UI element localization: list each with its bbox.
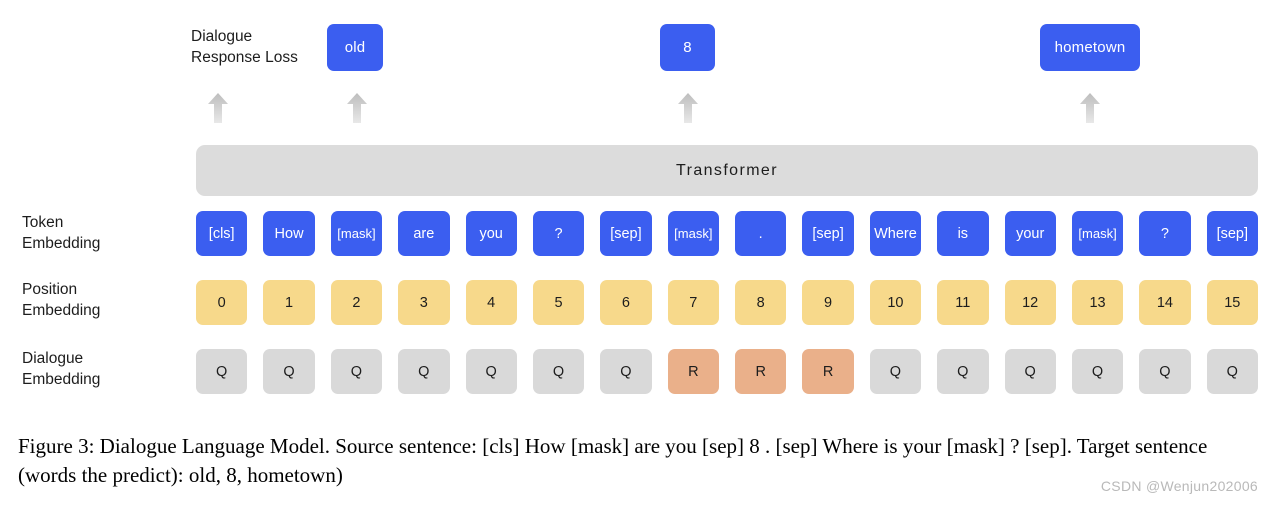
position-embedding-cell: 7 [667,280,719,325]
position-embedding-cell: 0 [196,280,248,325]
position-embedding-cell: 14 [1139,280,1191,325]
token-embedding-cell: [mask] [330,211,383,256]
prediction-box: old [327,24,383,71]
transformer-block: Transformer [196,145,1258,196]
dialogue-embedding-cell: Q [1004,349,1056,394]
token-embedding-cell: is [937,211,989,256]
dialogue-embedding-cell: R [735,349,787,394]
dialogue-embedding-cell: R [802,349,854,394]
token-embedding-cell: ? [532,211,585,256]
token-embedding-cell: your [1004,211,1056,256]
token-embedding-cell: [cls] [196,211,248,256]
dialogue-embedding-cell: Q [196,349,248,394]
token-embedding-cell: . [735,211,787,256]
position-embedding-cell: 13 [1071,280,1124,325]
position-embedding-cell: 8 [735,280,787,325]
position-embedding-cell: 12 [1004,280,1056,325]
token-embedding-cell: [sep] [1206,211,1258,256]
prediction-output-row: old 8 hometown [0,0,1280,80]
position-embedding-cell: 5 [532,280,585,325]
token-embedding-cell: How [263,211,315,256]
dialogue-embedding-cell: Q [600,349,652,394]
position-embedding-cell: 2 [330,280,383,325]
token-embedding-cell: [sep] [802,211,854,256]
token-embedding-cell: [mask] [667,211,719,256]
dialogue-embedding-cell: Q [1206,349,1258,394]
prediction-arrow-icon [1079,93,1101,123]
token-embedding-cell: Where [869,211,922,256]
dialogue-embedding-cell: Q [465,349,517,394]
position-embedding-cell: 15 [1206,280,1258,325]
position-embedding-cell: 9 [802,280,854,325]
dialogue-embedding-cell: Q [869,349,922,394]
token-embedding-cell: are [398,211,450,256]
token-embedding-cell: you [465,211,517,256]
dialogue-embedding-cell: Q [263,349,315,394]
prediction-box: hometown [1040,24,1140,71]
prediction-arrow-icon [677,93,699,123]
figure-caption: Figure 3: Dialogue Language Model. Sourc… [18,434,1208,487]
token-embedding-cell: [sep] [600,211,652,256]
token-embedding-cell: [mask] [1071,211,1124,256]
prediction-arrow-icon [346,93,368,123]
dialogue-embedding-cell: Q [398,349,450,394]
position-embedding-cell: 3 [398,280,450,325]
token-embedding-cell: ? [1139,211,1191,256]
dialogue-embedding-cell: R [667,349,719,394]
position-embedding-cell: 11 [937,280,989,325]
dialogue-embedding-cell: Q [330,349,383,394]
dialogue-embedding-cell: Q [1071,349,1124,394]
watermark: CSDN @Wenjun202006 [1100,478,1258,494]
prediction-box: 8 [660,24,715,71]
loss-arrow-icon [207,93,229,123]
position-embedding-cell: 6 [600,280,652,325]
position-embedding-cell: 1 [263,280,315,325]
dialogue-embedding-cell: Q [532,349,585,394]
dialogue-embedding-cell: Q [937,349,989,394]
dialogue-embedding-cell: Q [1139,349,1191,394]
position-embedding-cell: 4 [465,280,517,325]
position-embedding-cell: 10 [869,280,922,325]
